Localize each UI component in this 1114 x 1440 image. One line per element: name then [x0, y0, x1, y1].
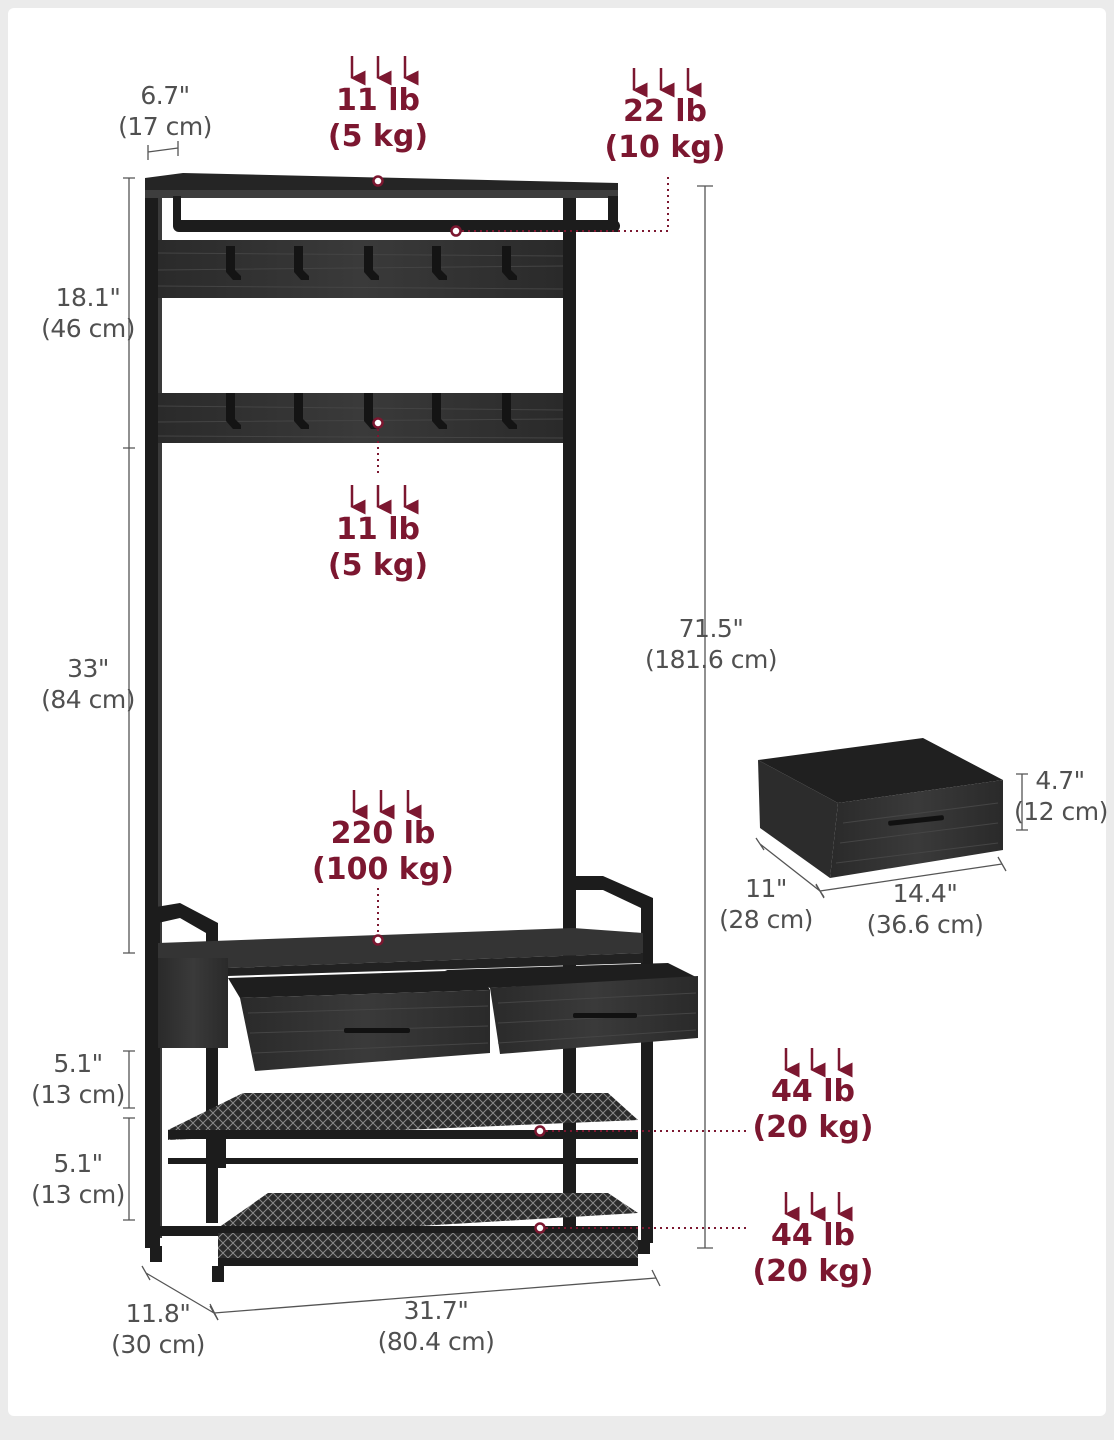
dim-total-width: 31.7" (80.4 cm): [366, 1295, 506, 1357]
lower-shoe-shelf: [150, 1193, 638, 1266]
load-points: [372, 175, 546, 1234]
upper-hook-gap-in: 18.1": [55, 283, 121, 312]
load-label-upper-shoe-shelf: 44 lb (20 kg): [748, 1074, 878, 1146]
product-diagram: 11 lb (5 kg) 22 lb (10 kg) 11 lb (5 kg) …: [8, 8, 1108, 1416]
base-depth-in: 11.8": [125, 1299, 191, 1328]
hall-tree-frame: [145, 173, 698, 1282]
hall-tree-illustration: [123, 56, 1028, 1321]
drawer-depth-cm: (28 cm): [719, 905, 813, 934]
right-post: [563, 196, 576, 1236]
drawer-width-in: 14.4": [892, 879, 958, 908]
lower-shelf-load-lb: 44 lb: [771, 1218, 855, 1253]
drawer-detail-illustration: [758, 738, 1003, 878]
dimension-lines: [123, 141, 1028, 1321]
total-height-cm: (181.6 cm): [644, 645, 778, 674]
upper-shoe-shelf: [168, 1093, 638, 1168]
left-armrest: [150, 903, 218, 1223]
dim-drawer-depth: 11" (28 cm): [708, 873, 824, 935]
shelf-gap-in: 5.1": [53, 1149, 103, 1178]
bench-seat-load-kg: (100 kg): [312, 852, 454, 887]
top-depth-in: 6.7": [140, 81, 190, 110]
drawer-height-in: 4.7": [1035, 766, 1085, 795]
lower-hooks: [226, 393, 517, 429]
top-depth-cm: (17 cm): [118, 112, 212, 141]
top-shelf-load-lb: 11 lb: [336, 83, 420, 118]
top-shelf-load-kg: (5 kg): [327, 119, 429, 154]
hook-row-load-kg: (5 kg): [327, 548, 429, 583]
hanging-rod-load-kg: (10 kg): [604, 130, 726, 165]
dim-drawer-width: 14.4" (36.6 cm): [858, 878, 992, 940]
total-height-in: 71.5": [678, 614, 744, 643]
right-armrest: [568, 876, 653, 1243]
dim-hook-to-bench: 33" (84 cm): [30, 653, 146, 715]
hook-to-bench-in: 33": [67, 654, 109, 683]
load-label-bench-seat: 220 lb (100 kg): [308, 816, 458, 888]
drawer-height-cm: (12 cm): [1014, 797, 1108, 826]
left-drawer: [228, 970, 490, 1071]
hanging-rod: [173, 220, 620, 232]
base-depth-cm: (30 cm): [111, 1330, 205, 1359]
load-label-lower-shoe-shelf: 44 lb (20 kg): [748, 1218, 878, 1290]
upper-shelf-load-kg: (20 kg): [752, 1110, 874, 1145]
lower-shelf-load-kg: (20 kg): [752, 1254, 874, 1289]
load-arrows: [350, 56, 853, 1222]
upper-shelf-load-lb: 44 lb: [771, 1074, 855, 1109]
dim-total-height: 71.5" (181.6 cm): [644, 613, 778, 675]
total-width-in: 31.7": [403, 1296, 469, 1325]
dim-drawer-height: 4.7" (12 cm): [1014, 765, 1108, 827]
dim-upper-hook-gap: 18.1" (46 cm): [30, 282, 146, 344]
drawer-depth-in: 11": [745, 874, 787, 903]
dim-base-depth: 11.8" (30 cm): [98, 1298, 218, 1360]
load-label-top-shelf: 11 lb (5 kg): [318, 83, 438, 155]
bench-side-panel: [158, 958, 228, 1048]
dim-top-depth: 6.7" (17 cm): [110, 80, 220, 142]
lower-hook-board: [158, 393, 563, 443]
load-label-hanging-rod: 22 lb (10 kg): [600, 94, 730, 166]
hook-row-load-lb: 11 lb: [336, 512, 420, 547]
drawer-width-cm: (36.6 cm): [866, 910, 984, 939]
shelf-gap-cm: (13 cm): [31, 1180, 125, 1209]
load-leader-lines: [377, 176, 750, 1229]
bench-seat-load-lb: 220 lb: [330, 816, 436, 851]
hook-to-bench-cm: (84 cm): [41, 685, 135, 714]
upper-hooks: [226, 246, 517, 280]
upper-hook-gap-cm: (46 cm): [41, 314, 135, 343]
total-width-cm: (80.4 cm): [377, 1327, 495, 1356]
hanging-rod-load-lb: 22 lb: [623, 94, 707, 129]
dim-bench-to-shelf: 5.1" (13 cm): [22, 1048, 134, 1110]
load-label-hook-row: 11 lb (5 kg): [318, 512, 438, 584]
dim-shelf-gap: 5.1" (13 cm): [22, 1148, 134, 1210]
bench-to-shelf-cm: (13 cm): [31, 1080, 125, 1109]
bench-to-shelf-in: 5.1": [53, 1049, 103, 1078]
bench-seat: [158, 928, 643, 968]
right-drawer: [445, 963, 698, 1054]
